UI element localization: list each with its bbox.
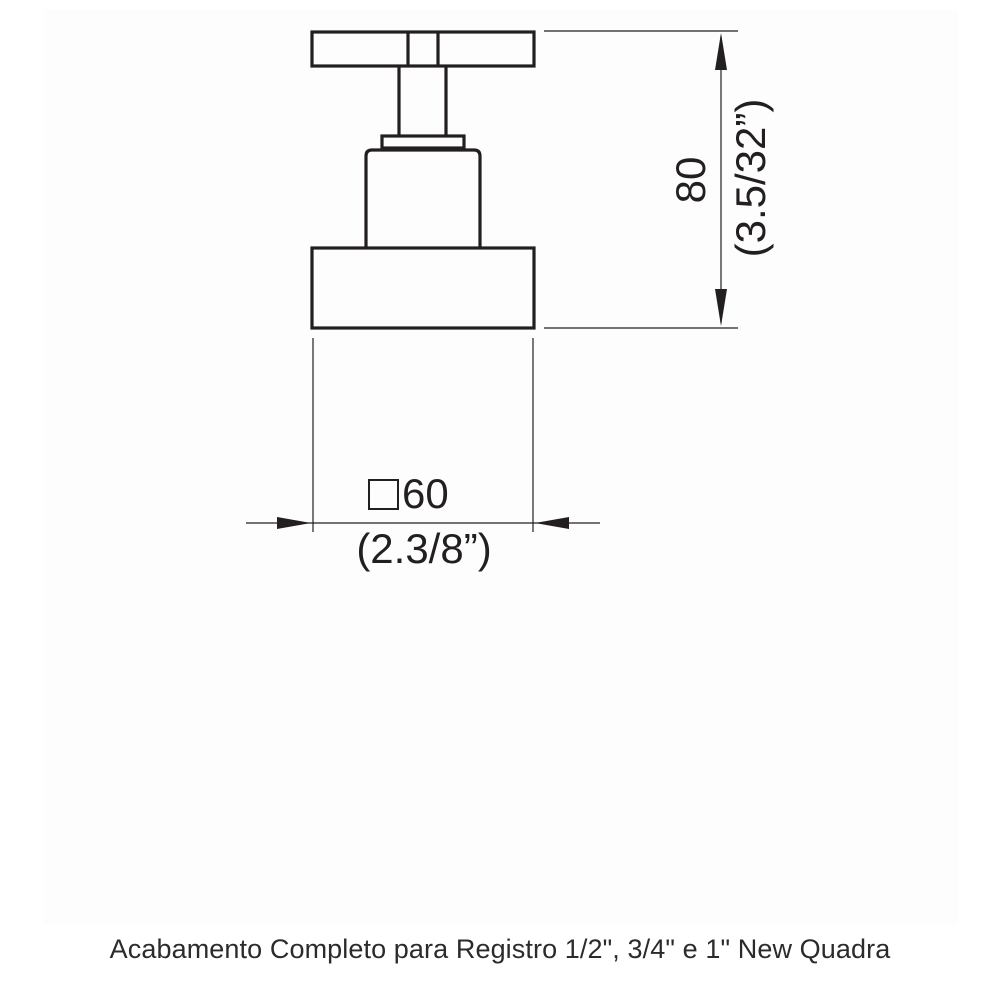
height-arrow-top (715, 33, 727, 70)
bonnet-body (364, 148, 482, 248)
drawing-panel (44, 10, 958, 925)
width-arrow-right (535, 517, 569, 529)
stem-collar (380, 134, 466, 150)
height-value-text: 80 (667, 157, 714, 204)
drawing-caption: Acabamento Completo para Registro 1/2", … (109, 934, 891, 964)
handle-crossbar (310, 30, 536, 68)
height-dimension (544, 30, 738, 329)
width-dimension (246, 338, 600, 532)
width-arrow-left (277, 517, 311, 529)
height-arrow-bottom (715, 289, 727, 326)
square-base (310, 246, 536, 330)
width-value-text: 60 (402, 470, 449, 517)
width-imperial-text: (2.3/8”) (356, 525, 491, 572)
valve-handle-drawing (310, 30, 536, 330)
height-imperial-text: (3.5/32”) (727, 99, 774, 258)
square-symbol-icon (368, 479, 399, 510)
